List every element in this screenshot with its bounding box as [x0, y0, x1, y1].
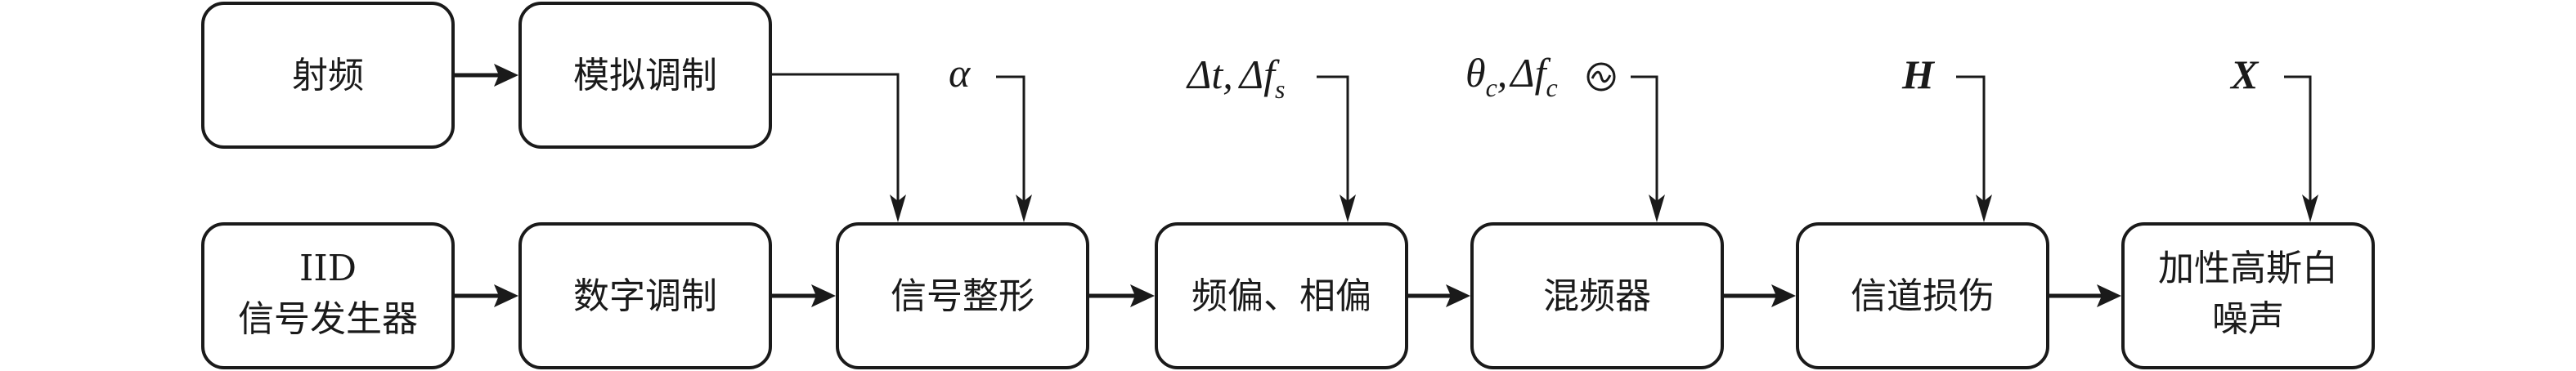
param-delta-f-sub: s [1275, 74, 1285, 104]
param-theta-sep: , [1497, 50, 1508, 96]
block-iid-label-line1: IID [299, 248, 357, 289]
arrow-mixer-to-channel [1724, 284, 1796, 307]
block-analog-modulation: 模拟调制 [518, 2, 772, 149]
svg-text:Δt,Δfs: Δt,Δfs [1186, 51, 1285, 104]
param-delta-fc-sub: c [1546, 73, 1558, 102]
param-alpha: α [949, 50, 972, 96]
param-theta-sub: c [1486, 73, 1497, 102]
arrow-X-to-awgn [2284, 75, 2318, 222]
arrow-channel-to-awgn [2049, 284, 2121, 307]
block-awgn-label-line2: 噪声 [2212, 298, 2284, 340]
arrow-offset-to-mixer [1408, 284, 1470, 307]
block-digital-modulation: 数字调制 [518, 222, 772, 369]
arrow-iid-to-digital [455, 284, 518, 307]
arrow-digital-to-shaping [772, 284, 836, 307]
arrow-shaping-to-offset [1089, 284, 1155, 307]
param-theta: θ [1465, 50, 1486, 96]
param-delta-t-delta-fs: Δt,Δfs [1186, 51, 1285, 104]
block-mixer-label: 混频器 [1543, 275, 1651, 317]
arrow-alpha-to-shaping [996, 75, 1032, 222]
block-signal-shaping-label: 信号整形 [891, 275, 1034, 317]
param-H: H [1901, 51, 1936, 97]
block-rf-label: 射频 [292, 55, 364, 96]
oscillator-icon [1586, 62, 1616, 92]
param-delta-t: Δt, [1186, 51, 1233, 97]
block-signal-shaping: 信号整形 [836, 222, 1089, 369]
block-iid-generator: IID 信号发生器 [201, 222, 455, 369]
param-theta-delta-fc: θc,Δfc [1465, 50, 1558, 102]
block-channel-impairment: 信道损伤 [1796, 222, 2049, 369]
arrow-analog-to-shaping [772, 73, 906, 222]
block-digital-modulation-label: 数字调制 [573, 275, 717, 317]
block-offset-label: 频偏、相偏 [1192, 275, 1371, 317]
block-analog-modulation-label: 模拟调制 [573, 55, 717, 96]
arrow-rf-to-analog [455, 64, 518, 87]
param-delta-f: Δf [1238, 51, 1280, 97]
svg-text:θc,Δfc: θc,Δfc [1465, 50, 1558, 102]
block-channel-label: 信道损伤 [1851, 275, 1995, 317]
block-iid-label-line2: 信号发生器 [238, 298, 418, 340]
block-awgn: 加性高斯白 噪声 [2121, 222, 2375, 369]
block-awgn-label-line1: 加性高斯白 [2158, 248, 2338, 289]
arrow-H-to-channel [1956, 75, 1992, 222]
arrow-delta-to-offset [1317, 75, 1356, 222]
block-rf: 射频 [201, 2, 455, 149]
block-frequency-phase-offset: 频偏、相偏 [1155, 222, 1408, 369]
arrow-theta-to-mixer [1631, 75, 1665, 222]
block-mixer: 混频器 [1470, 222, 1724, 369]
param-delta-fc: Δf [1509, 50, 1551, 96]
param-X: X [2229, 51, 2260, 97]
